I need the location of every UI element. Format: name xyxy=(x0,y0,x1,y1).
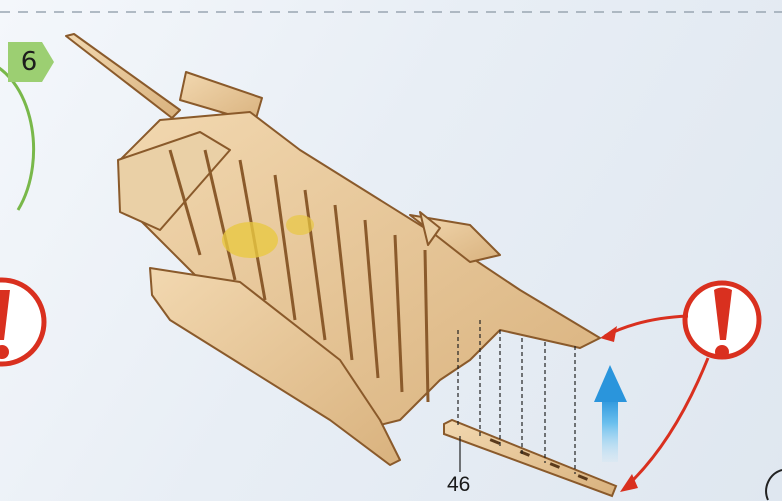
warning-icon-right xyxy=(685,283,759,359)
step-badge: 6 xyxy=(8,42,54,82)
part-number-label: 46 xyxy=(447,473,470,497)
red-pointer-arrow-lower xyxy=(628,358,708,485)
green-ring-left xyxy=(0,60,34,210)
red-pointer-arrow-upper xyxy=(605,316,688,336)
warning-icon-left xyxy=(0,280,44,364)
circle-edge-bottom-right xyxy=(766,470,782,500)
step-number: 6 xyxy=(8,42,50,82)
wooden-ship-model xyxy=(66,34,600,465)
red-pointer-head-upper xyxy=(600,326,617,342)
up-arrow-icon xyxy=(594,365,627,462)
